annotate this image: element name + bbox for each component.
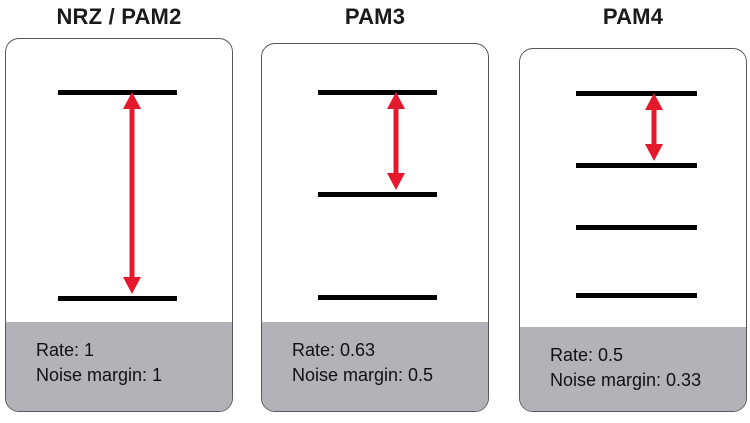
signal-level-line	[318, 90, 437, 95]
metric-rate: Rate: 0.63	[292, 340, 376, 360]
signal-level-line	[576, 163, 697, 168]
signal-level-line	[576, 225, 697, 230]
signal-level-line	[58, 296, 177, 301]
signal-level-line	[58, 90, 177, 95]
noise-margin-arrow-icon	[123, 92, 141, 294]
signal-level-line	[318, 295, 437, 300]
panel-card: Rate: 1 Noise margin: 1	[5, 38, 233, 412]
signal-level-line	[576, 91, 697, 96]
panel-title: PAM4	[602, 4, 664, 29]
panel-title: NRZ / PAM2	[56, 4, 182, 29]
metric-noise-margin: Noise margin: 1	[36, 365, 163, 385]
noise-margin-arrow-icon	[645, 93, 663, 161]
metric-noise-margin: Noise margin: 0.33	[550, 370, 702, 390]
metrics-footer: Rate: 1 Noise margin: 1	[6, 322, 232, 411]
signal-level-line	[576, 293, 697, 298]
signal-level-line	[318, 192, 437, 197]
noise-margin-arrow-icon	[387, 92, 405, 190]
metric-rate: Rate: 1	[36, 340, 95, 360]
metric-noise-margin: Noise margin: 0.5	[292, 365, 434, 385]
eye-level-area: Rate: 1 Noise margin: 1	[6, 39, 232, 411]
metric-rate: Rate: 0.5	[550, 345, 624, 365]
panel-title: PAM3	[344, 4, 406, 29]
